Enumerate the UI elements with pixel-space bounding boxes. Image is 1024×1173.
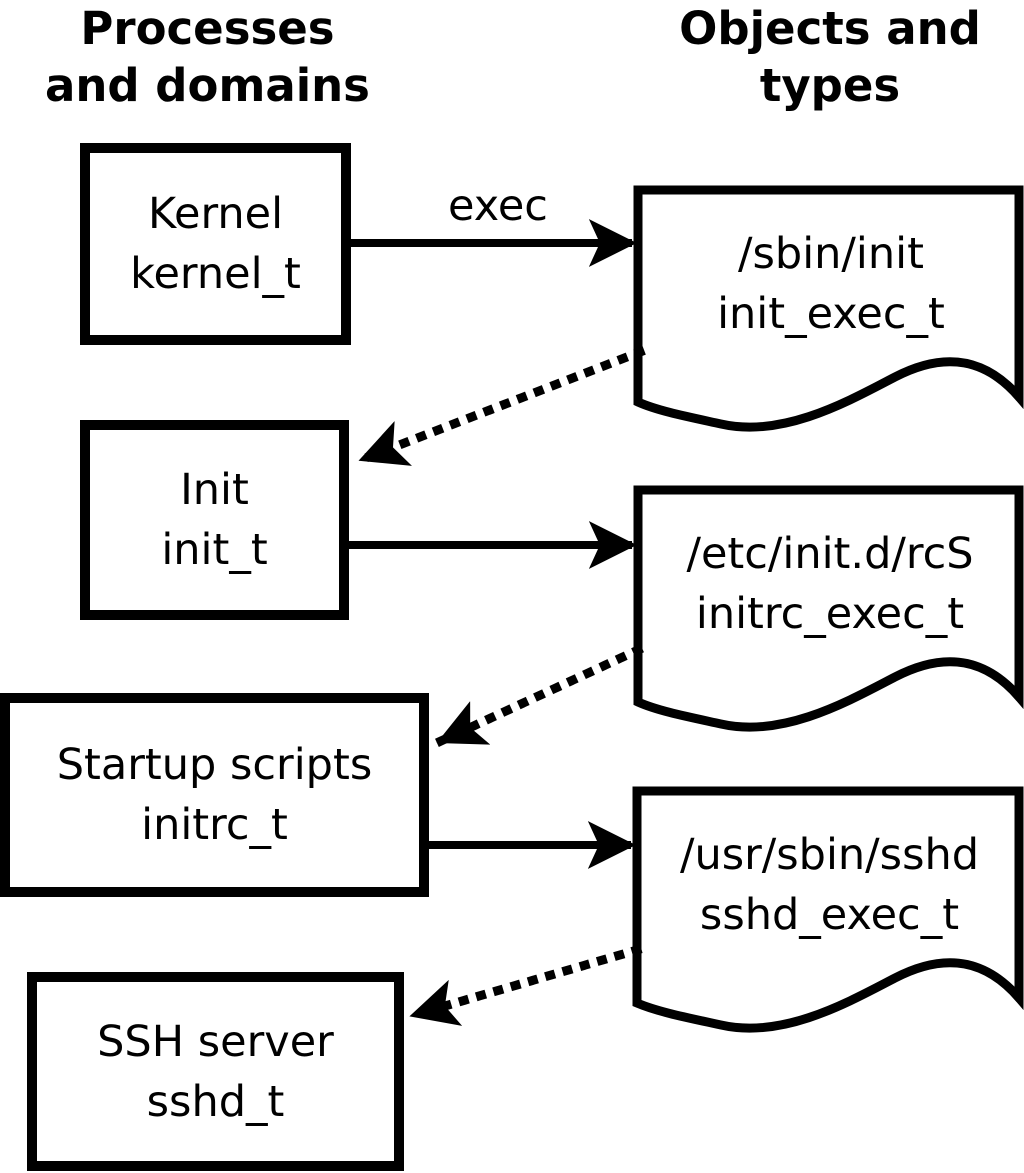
- column-header-processes-line2: and domains: [45, 59, 370, 112]
- process-box-startup-scripts: Startup scripts initrc_t: [0, 693, 429, 897]
- object-type: initrc_exec_t: [695, 589, 965, 639]
- process-domain: initrc_t: [141, 800, 288, 850]
- document-shape-sbin-init: [633, 185, 1024, 432]
- exec-arrow-label: exec: [448, 181, 548, 231]
- object-doc-label-usr-sbin-sshd: /usr/sbin/sshd sshd_exec_t: [647, 787, 1012, 983]
- process-box-init: Init init_t: [80, 420, 349, 620]
- object-type: sshd_exec_t: [699, 890, 960, 940]
- object-doc-label-sbin-init: /sbin/init init_exec_t: [650, 186, 1012, 382]
- process-name: Startup scripts: [56, 740, 373, 790]
- dotted-arrow-init-exec-to-init: [357, 346, 646, 466]
- process-domain: init_t: [161, 525, 268, 575]
- dotted-arrow-initrc-exec-to-initrc: [435, 644, 644, 747]
- process-box-kernel: Kernel kernel_t: [80, 143, 351, 345]
- column-header-objects: Objects and types: [618, 0, 1024, 114]
- column-header-objects-line2: types: [759, 59, 901, 112]
- column-header-objects-line1: Objects and: [679, 2, 981, 55]
- object-path: /etc/init.d/rcS: [686, 529, 974, 579]
- object-doc-label-etc-initd-rcs: /etc/init.d/rcS initrc_exec_t: [648, 486, 1012, 682]
- process-domain: kernel_t: [130, 249, 301, 299]
- process-name: Kernel: [147, 189, 284, 239]
- process-box-ssh-server: SSH server sshd_t: [27, 972, 404, 1171]
- object-type: init_exec_t: [717, 289, 945, 339]
- object-path: /sbin/init: [738, 229, 924, 279]
- process-domain: sshd_t: [146, 1076, 285, 1127]
- dotted-arrow-sshd-exec-to-sshd: [408, 944, 643, 1026]
- column-header-processes: Processes and domains: [0, 0, 415, 114]
- process-name: Init: [180, 465, 249, 515]
- object-path: /usr/sbin/sshd: [679, 830, 980, 880]
- document-shape-etc-initd-rcs: [633, 485, 1024, 732]
- column-header-processes-line1: Processes: [80, 2, 335, 55]
- process-name: SSH server: [97, 1016, 334, 1067]
- document-shape-usr-sbin-sshd: [632, 786, 1024, 1033]
